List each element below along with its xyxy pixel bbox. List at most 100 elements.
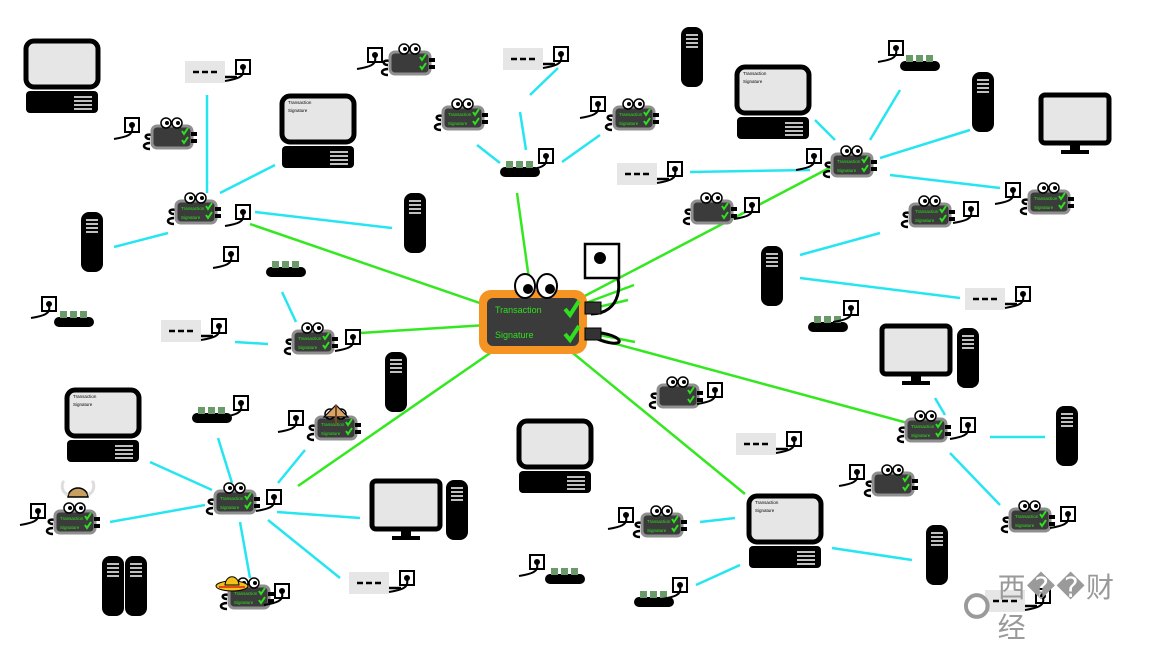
- peer-link: [695, 563, 741, 587]
- peer-link: [280, 291, 298, 323]
- device-label-transaction: Transaction: [911, 424, 935, 429]
- device-label-signature: Signature: [647, 528, 667, 533]
- device-label-transaction: Transaction: [647, 519, 671, 524]
- peer-link: [831, 546, 913, 562]
- peer-link: [814, 119, 836, 141]
- computer-label-transaction: Transaction: [288, 100, 312, 105]
- peer-link: [234, 340, 269, 346]
- computer-icon: [282, 96, 354, 168]
- peer-links: [109, 67, 1045, 587]
- check-icon: [563, 299, 581, 319]
- watermark: 西��财经: [962, 571, 1142, 644]
- plug-icon: [877, 40, 904, 63]
- device-label-signature: Signature: [234, 600, 254, 605]
- tower-icon: [403, 192, 427, 254]
- device-icon: [863, 463, 920, 498]
- peer-link: [276, 510, 361, 520]
- device-label-transaction: Transaction: [60, 516, 84, 521]
- hub-icon: [54, 311, 94, 327]
- sombrero-icon: [215, 576, 249, 592]
- center-label-transaction: Transaction: [495, 305, 542, 315]
- tower-icon: [1055, 405, 1079, 467]
- tower-icon: [124, 555, 148, 617]
- plug-icon: [518, 554, 545, 577]
- peer-link: [889, 173, 1001, 190]
- peer-link: [949, 452, 1001, 506]
- plug-icon: [949, 417, 976, 440]
- computer-label-signature: Signature: [743, 79, 763, 84]
- device-label-signature: Signature: [321, 431, 341, 436]
- device-label-signature: Signature: [448, 121, 468, 126]
- peer-link: [113, 231, 169, 249]
- device-label-transaction: Transaction: [448, 112, 472, 117]
- center-label-signature: Signature: [495, 330, 534, 340]
- monitor-icon: [372, 481, 440, 540]
- tower-icon: [80, 211, 104, 273]
- plug-icon: [19, 503, 46, 526]
- plug-icon: [334, 329, 361, 352]
- tower-icon: [445, 479, 469, 541]
- watermark-logo-icon: [963, 593, 990, 619]
- device-label-signature: Signature: [915, 218, 935, 223]
- check-icon: [563, 324, 581, 344]
- computer-icon: [67, 390, 139, 462]
- device-label-signature: Signature: [181, 215, 201, 220]
- computer-icon: [749, 496, 821, 568]
- peer-link: [561, 133, 601, 164]
- hub-icon: [545, 568, 585, 584]
- monitor-icon: [882, 326, 950, 385]
- computer-icon: [519, 421, 591, 493]
- peer-link: [109, 503, 206, 524]
- hub-icon: [808, 316, 848, 332]
- peer-link: [699, 516, 736, 524]
- device-label-signature: Signature: [619, 121, 639, 126]
- tower-icon: [384, 351, 408, 413]
- device-label-signature: Signature: [911, 433, 931, 438]
- monitor-icon: [1041, 95, 1109, 154]
- device-icon: [380, 42, 437, 77]
- peer-link: [267, 519, 341, 579]
- tower-icon: [971, 71, 995, 133]
- device-label-signature: Signature: [60, 525, 80, 530]
- viking-helmet-icon: [60, 479, 96, 498]
- peer-link: [868, 89, 902, 141]
- peer-link: [933, 397, 947, 416]
- computer-label-signature: Signature: [73, 402, 93, 407]
- peer-link: [149, 460, 213, 492]
- device-label-signature: Signature: [298, 345, 318, 350]
- center-signing-device: Transaction Signature: [479, 242, 621, 354]
- computer-icon: [26, 41, 98, 113]
- device-label-transaction: Transaction: [1015, 514, 1039, 519]
- device-label-transaction: Transaction: [915, 209, 939, 214]
- peer-link: [529, 67, 559, 96]
- device-label-signature: Signature: [1034, 205, 1054, 210]
- peer-link: [277, 449, 306, 484]
- device-label-transaction: Transaction: [837, 159, 861, 164]
- plug-icon: [224, 204, 251, 227]
- peer-link: [216, 437, 234, 484]
- plug-icon: [952, 201, 979, 224]
- hub-icon: [634, 591, 674, 607]
- device-label-signature: Signature: [220, 505, 240, 510]
- computer-label-transaction: Transaction: [755, 500, 779, 505]
- tower-icon: [680, 26, 704, 88]
- peer-link: [689, 168, 811, 174]
- peer-link: [799, 231, 881, 257]
- device-icon: [648, 375, 705, 410]
- device-label-transaction: Transaction: [1034, 196, 1058, 201]
- ship-sail-icon: [322, 404, 350, 425]
- nodes: TransactionSignatureTransactionSignature…: [19, 26, 1109, 617]
